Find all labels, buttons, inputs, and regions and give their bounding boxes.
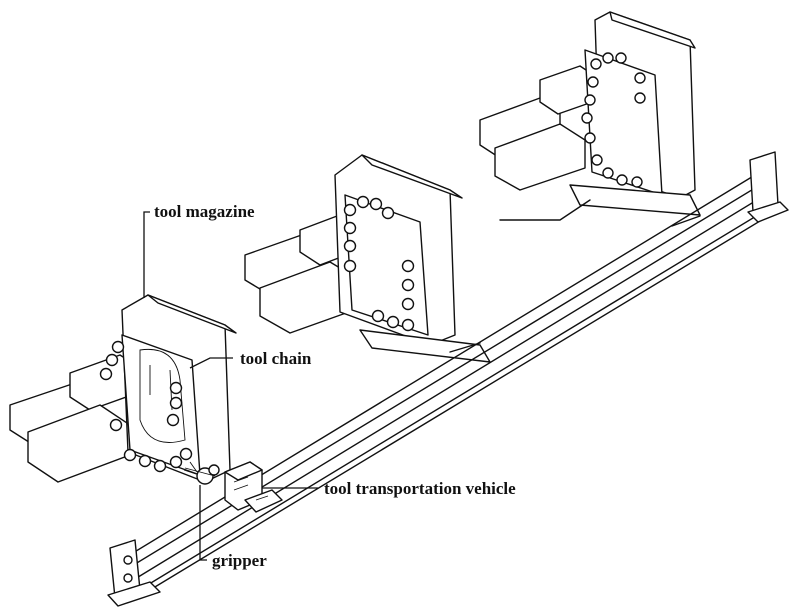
tool-pockets-middle	[343, 195, 415, 332]
leader-tool-chain	[189, 357, 233, 369]
label-gripper: gripper	[212, 551, 267, 570]
rail-end-support-front	[107, 539, 161, 607]
rail-end-support-back	[747, 151, 789, 223]
label-tool-magazine: tool magazine	[154, 202, 255, 221]
tool-pockets-front	[99, 340, 193, 473]
leader-gripper	[199, 485, 207, 561]
machine-unit-back	[479, 11, 701, 221]
label-tool-transportation-vehicle: tool transportation vehicle	[324, 479, 516, 498]
gripper	[183, 461, 220, 485]
label-tool-chain: tool chain	[240, 349, 312, 368]
tool-transportation-vehicle	[224, 461, 283, 513]
machine-unit-middle	[244, 154, 491, 363]
machine-unit-front	[9, 294, 237, 483]
leader-tool-magazine	[143, 211, 150, 298]
tool-pockets-back	[581, 52, 646, 188]
